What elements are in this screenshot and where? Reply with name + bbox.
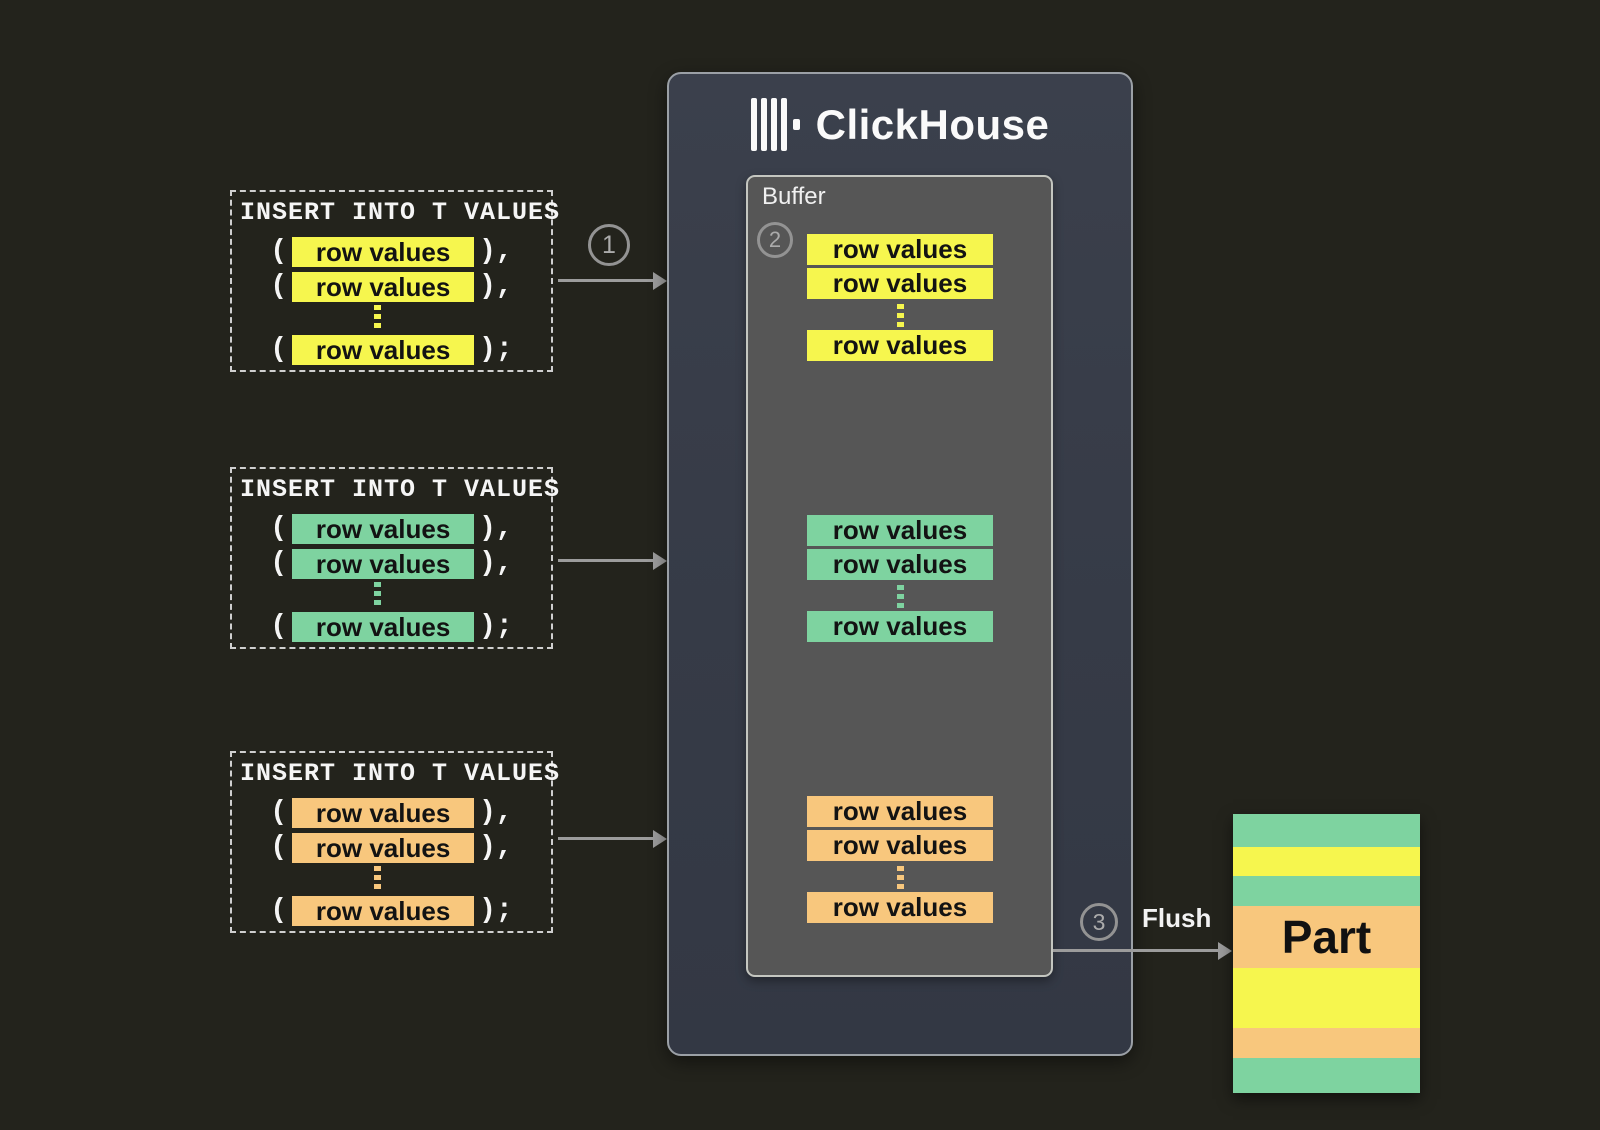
buffer-row: row values [807, 515, 993, 546]
paren-open: ( [270, 235, 288, 267]
buffer-row: row values [807, 611, 993, 642]
part-stripe [1233, 876, 1420, 906]
paren-close: ); [479, 610, 513, 642]
code-line: ( row values ); [270, 610, 513, 643]
clickhouse-brand: ClickHouse [669, 98, 1131, 151]
paren-close: ); [479, 333, 513, 365]
row-values-chip: row values [292, 797, 475, 828]
flush-label: Flush [1142, 903, 1212, 933]
row-values-chip: row values [292, 513, 475, 544]
step-1-circle: 1 [588, 224, 630, 266]
part-box: Part [1233, 814, 1420, 1093]
code-line: ( row values ), [270, 831, 513, 864]
paren-close: ); [479, 894, 513, 926]
ellipsis-dots-icon [896, 585, 904, 609]
buffer-row: row values [807, 892, 993, 923]
row-values-chip: row values [292, 611, 475, 642]
insert-statement-box-2: INSERT INTO T VALUES ( row values ), ( r… [230, 467, 561, 649]
insert-title: INSERT INTO T VALUES [240, 475, 561, 504]
insert-statement-box-1: INSERT INTO T VALUES ( row values ), ( r… [230, 190, 561, 372]
ellipsis-dots-icon [896, 304, 904, 328]
paren-close: ), [479, 512, 513, 544]
part-stripe [1233, 847, 1420, 876]
paren-open: ( [270, 512, 288, 544]
arrow-insert-1-icon [558, 271, 667, 290]
ellipsis-dots-icon [374, 305, 381, 329]
ellipsis-dots-icon [374, 582, 381, 606]
part-label: Part [1281, 911, 1372, 963]
buffer-row: row values [807, 830, 993, 861]
part-stripe [1233, 906, 1420, 968]
paren-open: ( [270, 894, 288, 926]
buffer-label: Buffer [762, 183, 826, 210]
row-values-chip: row values [292, 334, 475, 365]
logo-bar [780, 98, 787, 151]
buffer-group-yellow: row values row values row values [807, 234, 993, 364]
step-2-circle: 2 [757, 222, 793, 258]
arrow-insert-3-icon [558, 829, 667, 848]
step-3-circle: 3 [1080, 903, 1118, 941]
arrow-insert-2-icon [558, 551, 667, 570]
row-values-chip: row values [292, 236, 475, 267]
insert-rows: ( row values ), ( row values ), ( row va… [240, 794, 543, 927]
paren-open: ( [270, 831, 288, 863]
logo-bar [760, 98, 767, 151]
code-line: ( row values ); [270, 333, 513, 366]
row-values-chip: row values [292, 548, 475, 579]
row-values-chip: row values [292, 895, 475, 926]
flush-arrow-icon [1053, 941, 1232, 960]
part-stripe [1233, 1058, 1420, 1093]
part-stripe [1233, 814, 1420, 847]
buffer-group-orange: row values row values row values [807, 796, 993, 926]
logo-bar [770, 98, 777, 151]
buffer-row: row values [807, 234, 993, 265]
paren-open: ( [270, 333, 288, 365]
code-line: ( row values ); [270, 894, 513, 927]
insert-statement-box-3: INSERT INTO T VALUES ( row values ), ( r… [230, 751, 561, 933]
part-stripe [1233, 968, 1420, 1028]
paren-open: ( [270, 547, 288, 579]
code-line: ( row values ), [270, 796, 513, 829]
code-line: ( row values ), [270, 270, 513, 303]
paren-open: ( [270, 796, 288, 828]
clickhouse-logo-icon [750, 98, 800, 151]
paren-close: ), [479, 796, 513, 828]
clickhouse-title: ClickHouse [815, 100, 1050, 148]
buffer-row: row values [807, 796, 993, 827]
step-number: 1 [602, 230, 616, 259]
paren-open: ( [270, 270, 288, 302]
paren-close: ), [479, 235, 513, 267]
paren-close: ), [479, 547, 513, 579]
insert-title: INSERT INTO T VALUES [240, 759, 561, 788]
logo-bar [750, 98, 757, 151]
step-number: 3 [1092, 908, 1106, 935]
logo-dot [792, 119, 800, 130]
code-line: ( row values ), [270, 547, 513, 580]
buffer-row: row values [807, 330, 993, 361]
part-stripe [1233, 1028, 1420, 1058]
insert-rows: ( row values ), ( row values ), ( row va… [240, 233, 543, 366]
row-values-chip: row values [292, 832, 475, 863]
ellipsis-dots-icon [896, 866, 904, 890]
code-line: ( row values ), [270, 512, 513, 545]
buffer-group-green: row values row values row values [807, 515, 993, 645]
insert-rows: ( row values ), ( row values ), ( row va… [240, 510, 543, 643]
paren-close: ), [479, 270, 513, 302]
insert-title: INSERT INTO T VALUES [240, 198, 561, 227]
paren-close: ), [479, 831, 513, 863]
buffer-row: row values [807, 549, 993, 580]
ellipsis-dots-icon [374, 866, 381, 890]
row-values-chip: row values [292, 271, 475, 302]
code-line: ( row values ), [270, 235, 513, 268]
step-number: 2 [768, 227, 782, 252]
buffer-row: row values [807, 268, 993, 299]
paren-open: ( [270, 610, 288, 642]
